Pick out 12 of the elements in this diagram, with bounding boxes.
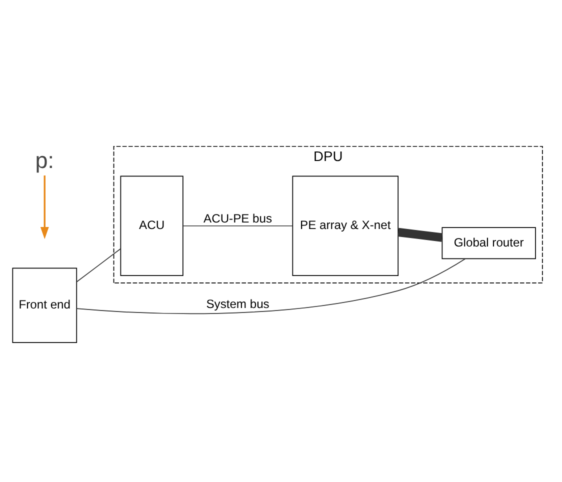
node-box: Global router [442, 227, 536, 260]
connector [76, 258, 466, 314]
node-text: p: [35, 148, 54, 174]
arrow [40, 175, 49, 240]
edge-label: ACU-PE bus [204, 212, 272, 226]
node-box: Front end [12, 268, 78, 343]
connector [76, 248, 122, 282]
edge-label: System bus [206, 297, 270, 312]
node-box: PE array & X-net [292, 176, 399, 276]
connector [398, 228, 443, 242]
connector [182, 225, 294, 226]
node-box: ACU [120, 176, 184, 276]
